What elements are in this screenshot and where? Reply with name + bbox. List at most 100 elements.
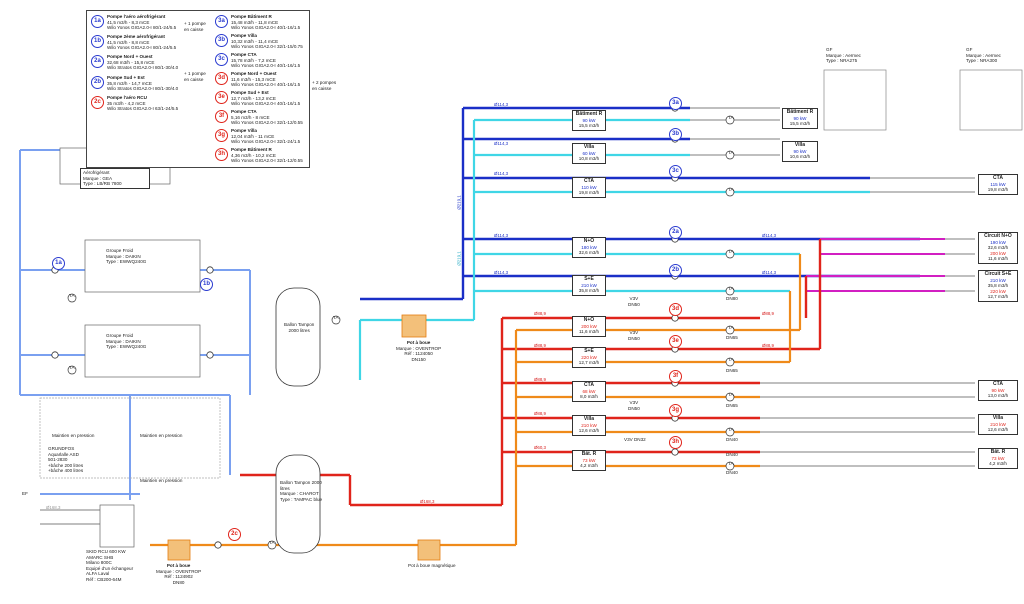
ef-label: EF (22, 491, 28, 496)
note-spare-pumps-right: + 2 pompes en caisse (312, 80, 337, 91)
note-spare-pump-2: + 1 pompe en caisse (184, 71, 206, 82)
pump-map-2b: 2b (669, 264, 682, 277)
maintien-label-1: Maintien en pression (52, 433, 95, 438)
pump-map-2a: 2a (669, 226, 682, 239)
magenta-network (806, 238, 945, 292)
ta-3a: TA (728, 115, 734, 120)
pump-badge-3a: 3a (215, 15, 228, 28)
v3v-3: V3V DN50 (628, 400, 640, 411)
pump-map-1a: 1a (52, 257, 65, 270)
pipe-label-red4: Ø88,9 (534, 411, 546, 416)
ta-2b: TA (728, 286, 734, 291)
dn-1: DN80 (726, 296, 738, 301)
pump-map-3c: 3c (669, 165, 682, 178)
pump-map-2c: 2c (228, 528, 241, 541)
pipe-label-red5: Ø60,3 (534, 445, 546, 450)
pump-map-3h: 3h (669, 436, 682, 449)
pipe-label-red-bottom: Ø168,3 (420, 499, 435, 504)
maintien-label-2: Maintien en pression (140, 433, 183, 438)
dn-5: DN40 (726, 437, 738, 442)
pipe-label-row3: Ø114,3 (494, 171, 509, 176)
ta-3g: TA (728, 427, 734, 432)
ta-valves (67, 115, 735, 550)
pump-map-3a: 3a (669, 97, 682, 110)
maintien-label-3: Maintien en pression (140, 478, 183, 483)
ta-rcu: TA (269, 540, 275, 545)
v3v-2: V3V DN50 (628, 330, 640, 341)
tanks (275, 287, 321, 554)
pipe-label-row4: Ø114,3 (494, 233, 509, 238)
dn-2: DN65 (726, 335, 738, 340)
orange-network (150, 254, 802, 547)
pot-boue-shapes (167, 314, 441, 561)
cyan-network (358, 118, 870, 380)
pump-badge-3c: 3c (215, 53, 228, 66)
ta-ballon: TA (333, 315, 339, 320)
pump-badge-3h: 3h (215, 148, 228, 161)
pump-map-3d: 3d (669, 303, 682, 316)
pipe-label-red1: Ø88,9 (534, 311, 546, 316)
pipe-label-blue-short: Ø219,1 (456, 251, 462, 266)
pipe-label-row1: Ø114,3 (494, 102, 509, 107)
grey-network (40, 107, 975, 525)
pipe-label-red2: Ø88,9 (534, 343, 546, 348)
pump-badge-1a: 1a (91, 15, 104, 28)
ta-3c: TA (728, 187, 734, 192)
note-spare-pump-1: + 1 pompe en caisse (184, 21, 206, 32)
pump-badge-3g: 3g (215, 129, 228, 142)
pump-map-1b: 1b (200, 278, 213, 291)
pump-map-3e: 3e (669, 335, 682, 348)
ta-3d: TA (728, 325, 734, 330)
pump-badge-3f: 3f (215, 110, 228, 123)
pipe-label-red3: Ø88,9 (534, 377, 546, 382)
v3v-1: V3V DN50 (628, 296, 640, 307)
pipe-label-red-end1: Ø88,9 (762, 311, 774, 316)
v3v-4: V3V DN32 (624, 437, 646, 442)
ta-groupe2: TA (69, 365, 75, 370)
blue-network (360, 106, 920, 301)
dn-4: DN65 (726, 403, 738, 408)
dn-7: DN40 (726, 452, 738, 457)
pump-badge-3e: 3e (215, 91, 228, 104)
dn-6: DN40 (726, 470, 738, 475)
ta-groupe1: TA (69, 293, 75, 298)
pipe-label-row2: Ø114,3 (494, 141, 509, 146)
ta-3f: TA (728, 392, 734, 397)
pipe-label-row5: Ø114,3 (494, 270, 509, 275)
pipe-label-red-end2: Ø88,9 (762, 343, 774, 348)
